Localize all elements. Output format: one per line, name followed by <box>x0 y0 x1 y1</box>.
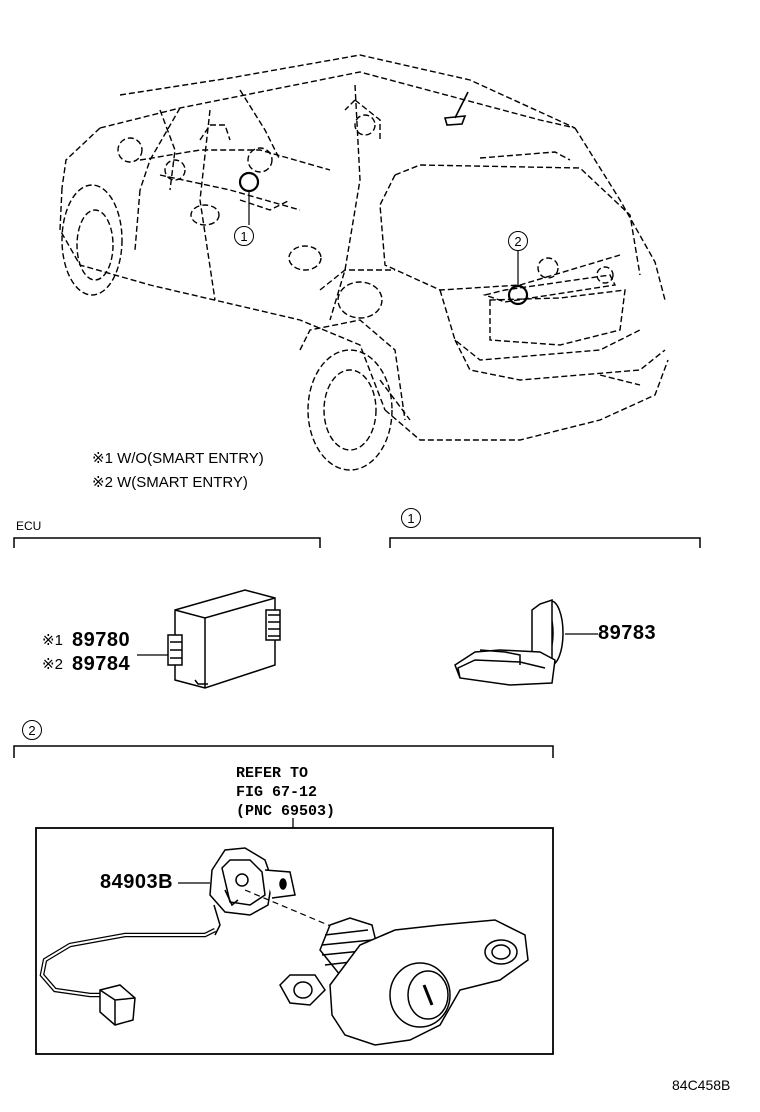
diagram-code: 84C458B <box>672 1077 731 1093</box>
part-number-89780: 89780 <box>72 629 131 651</box>
note-without-smart-entry: ※1 W/O(SMART ENTRY) <box>92 450 264 467</box>
part-number-89784: 89784 <box>72 653 131 675</box>
lock-cylinder-icon <box>279 917 529 1046</box>
section-1-marker: 1 <box>401 508 421 528</box>
location-marker-1 <box>238 171 260 193</box>
ecu-mark-2: ※2 <box>42 656 63 673</box>
car-illustration <box>59 54 669 471</box>
antenna-icon <box>443 91 469 126</box>
location-marker-2 <box>507 284 529 306</box>
ecu-section-title: ECU <box>16 519 42 533</box>
section-1-bracket <box>389 537 701 548</box>
ecu-icon <box>167 589 281 689</box>
refer-line-3: (PNC 69503) <box>236 803 336 820</box>
ecu-section-bracket <box>13 537 321 548</box>
refer-line-2: FIG 67-12 <box>236 784 318 801</box>
section-2-marker: 2 <box>22 720 42 740</box>
part-number-84903b: 84903B <box>100 871 174 893</box>
refer-line-1: REFER TO <box>236 765 309 782</box>
ecu-mark-1: ※1 <box>42 632 63 649</box>
callout-1: 1 <box>234 226 254 246</box>
part-number-89783: 89783 <box>598 622 657 644</box>
connector-icon <box>99 984 136 1026</box>
lock-panel-frame <box>35 827 554 1055</box>
section-2-bracket <box>13 745 554 758</box>
switch-icon <box>209 847 296 936</box>
callout-2: 2 <box>508 231 528 251</box>
wire-harness <box>39 927 217 998</box>
bracket-icon <box>454 598 564 686</box>
note-with-smart-entry: ※2 W(SMART ENTRY) <box>92 474 248 491</box>
